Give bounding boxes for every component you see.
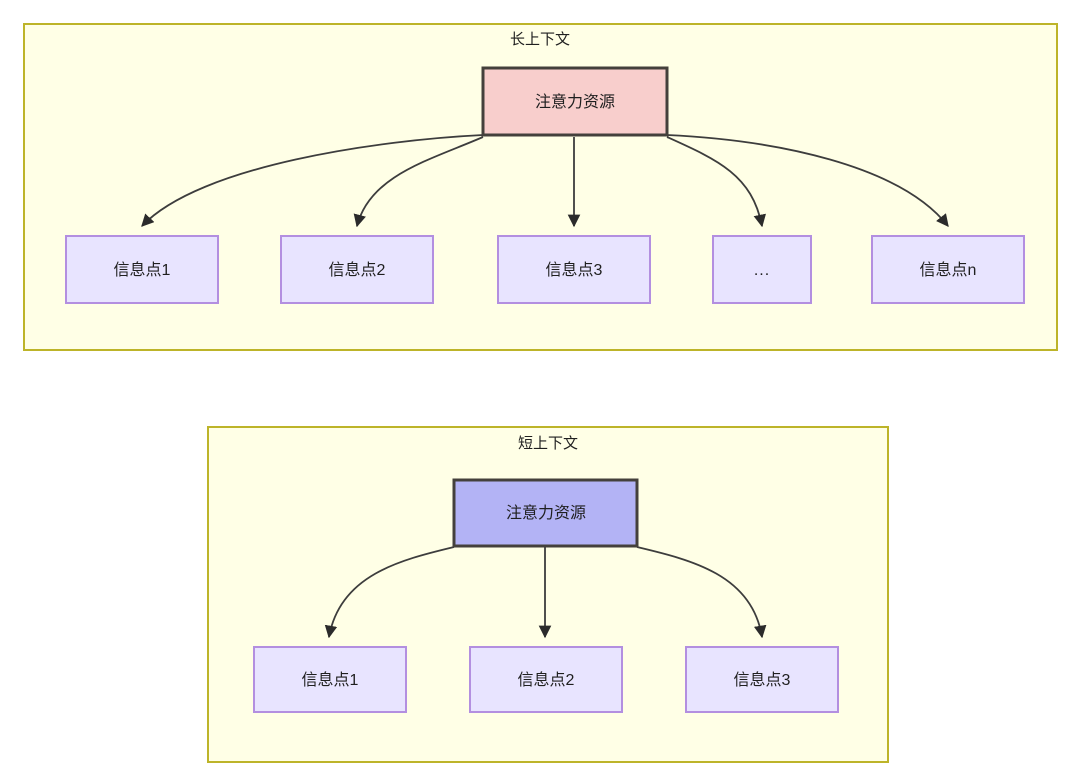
edge-attention-to-info-s3 xyxy=(636,546,767,639)
edge-attention-to-info-1 xyxy=(141,134,484,227)
info-point-s3-label: 信息点3 xyxy=(734,671,791,689)
info-point-3-label: 信息点3 xyxy=(546,261,603,279)
info-point-1-label: 信息点1 xyxy=(114,261,171,279)
node-info-point-s2[interactable]: 信息点2 xyxy=(469,646,623,713)
node-attention-long[interactable]: 注意力资源 xyxy=(481,66,669,137)
info-point-n-label: 信息点n xyxy=(920,261,977,279)
node-info-point-3[interactable]: 信息点3 xyxy=(497,235,651,304)
long-context-edges xyxy=(141,134,949,228)
edge-attention-to-info-n xyxy=(666,134,949,227)
node-attention-short[interactable]: 注意力资源 xyxy=(452,478,639,548)
attention-long-box[interactable] xyxy=(481,66,669,137)
group-short-context: 短上下文 注意力资源 信息点1 信息点2 xyxy=(207,426,889,763)
info-point-ellipsis-box[interactable] xyxy=(712,235,812,304)
node-info-point-s3[interactable]: 信息点3 xyxy=(685,646,839,713)
long-context-title: 长上下文 xyxy=(510,31,570,48)
attention-short-label: 注意力资源 xyxy=(506,503,586,522)
info-point-s2-label: 信息点2 xyxy=(518,671,575,689)
info-point-2-label: 信息点2 xyxy=(329,261,386,279)
edge-attention-to-info-2 xyxy=(353,136,484,228)
node-info-point-1[interactable]: 信息点1 xyxy=(65,235,219,304)
info-point-s1-box[interactable] xyxy=(253,646,407,713)
attention-short-box[interactable] xyxy=(452,478,639,548)
info-point-s1-label: 信息点1 xyxy=(302,671,359,689)
info-point-ellipsis-label: ... xyxy=(754,262,770,279)
info-point-3-box[interactable] xyxy=(497,235,651,304)
edge-attention-to-info-ellipsis xyxy=(666,136,766,228)
node-info-point-ellipsis[interactable]: ... xyxy=(712,235,812,304)
node-info-point-s1[interactable]: 信息点1 xyxy=(253,646,407,713)
info-point-2-box[interactable] xyxy=(280,235,434,304)
info-point-s3-box[interactable] xyxy=(685,646,839,713)
node-info-point-2[interactable]: 信息点2 xyxy=(280,235,434,304)
attention-long-label: 注意力资源 xyxy=(535,92,615,111)
node-info-point-n[interactable]: 信息点n xyxy=(871,235,1025,304)
short-context-edges xyxy=(324,546,767,639)
short-context-title: 短上下文 xyxy=(518,435,578,452)
info-point-n-box[interactable] xyxy=(871,235,1025,304)
info-point-s2-box[interactable] xyxy=(469,646,623,713)
info-point-1-box[interactable] xyxy=(65,235,219,304)
group-long-context: 长上下文 注意力资源 信息点1 信息点2 xyxy=(23,23,1058,351)
edge-attention-to-info-s1 xyxy=(324,546,455,639)
